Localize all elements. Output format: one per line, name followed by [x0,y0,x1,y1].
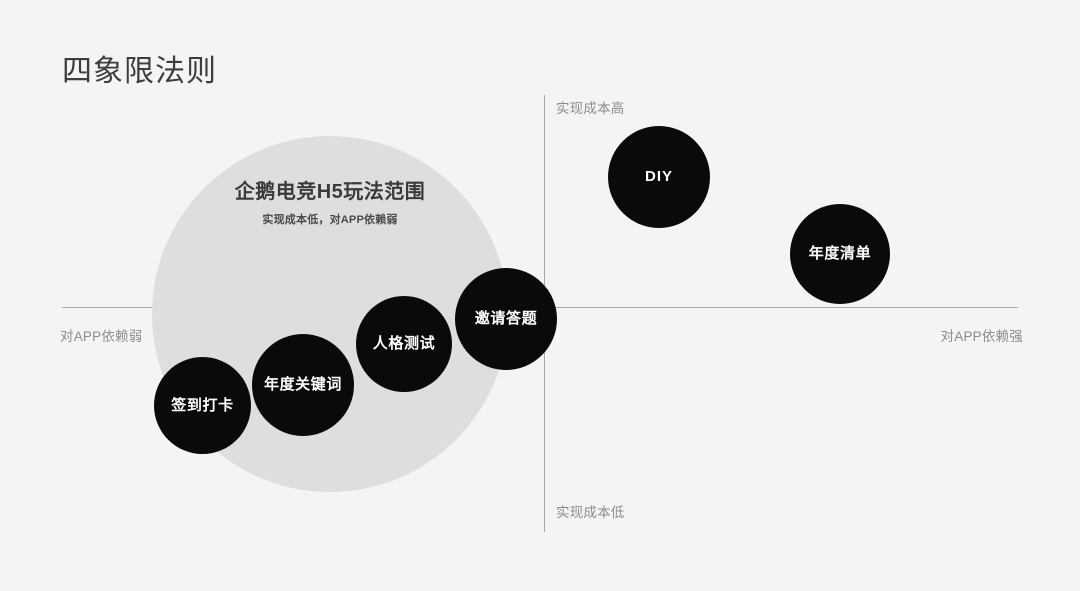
bubble-niandu-qingdan[interactable]: 年度清单 [790,204,890,304]
axis-label-dependency-strong: 对APP依赖强 [940,329,1023,344]
page-title: 四象限法则 [62,55,217,88]
bubble-label: 年度关键词 [263,376,342,393]
bubble-label: 邀请答题 [474,310,538,327]
axis-label-cost-low: 实现成本低 [556,505,625,520]
bubble-label: 签到打卡 [171,396,234,414]
bubble-renge-ceshi[interactable]: 人格测试 [356,296,452,392]
bubble-yaoqing-dati[interactable]: 邀请答题 [455,268,557,370]
bubble-label: 人格测试 [372,335,436,352]
bubble-diy[interactable]: DIY [608,126,710,228]
bubble-label: DIY [644,168,673,185]
bubble-qiandao-daka[interactable]: 签到打卡 [154,357,251,454]
bubble-label: 年度清单 [808,245,872,262]
axis-label-dependency-weak: 对APP依赖弱 [60,329,143,344]
bubble-niandu-guanjianci[interactable]: 年度关键词 [252,334,354,436]
axis-label-cost-high: 实现成本高 [556,101,625,116]
